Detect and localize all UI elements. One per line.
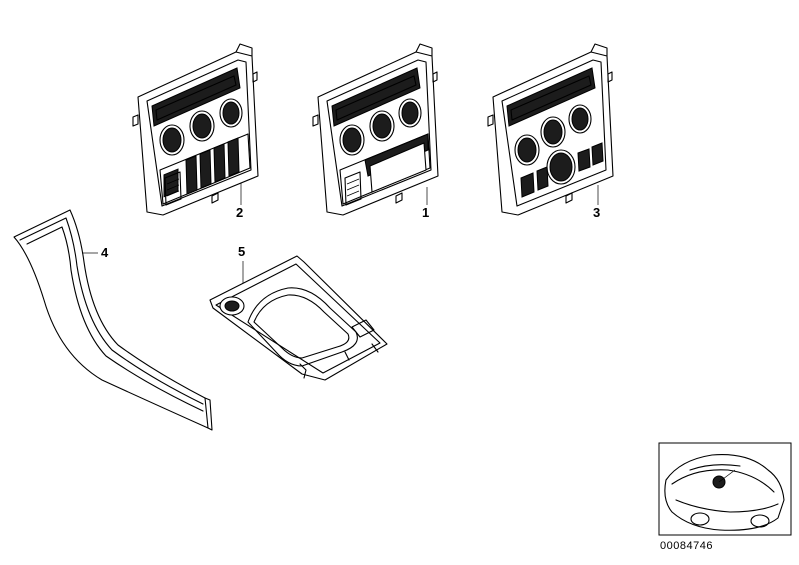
callout-1: 1 bbox=[422, 205, 430, 220]
callout-leaders bbox=[82, 183, 599, 283]
callout-2: 2 bbox=[236, 205, 244, 220]
console-panel-3[interactable] bbox=[487, 43, 614, 216]
console-panel-1[interactable] bbox=[312, 43, 439, 216]
console-panel-2[interactable] bbox=[132, 43, 259, 216]
diagram-number: 00084746 bbox=[660, 540, 713, 552]
callout-5: 5 bbox=[238, 244, 246, 259]
vehicle-location-inset bbox=[658, 442, 792, 536]
callout-4: 4 bbox=[101, 245, 109, 260]
callout-3: 3 bbox=[593, 205, 601, 220]
trim-strip-4[interactable] bbox=[13, 209, 213, 431]
shift-cover-5[interactable] bbox=[209, 255, 388, 381]
